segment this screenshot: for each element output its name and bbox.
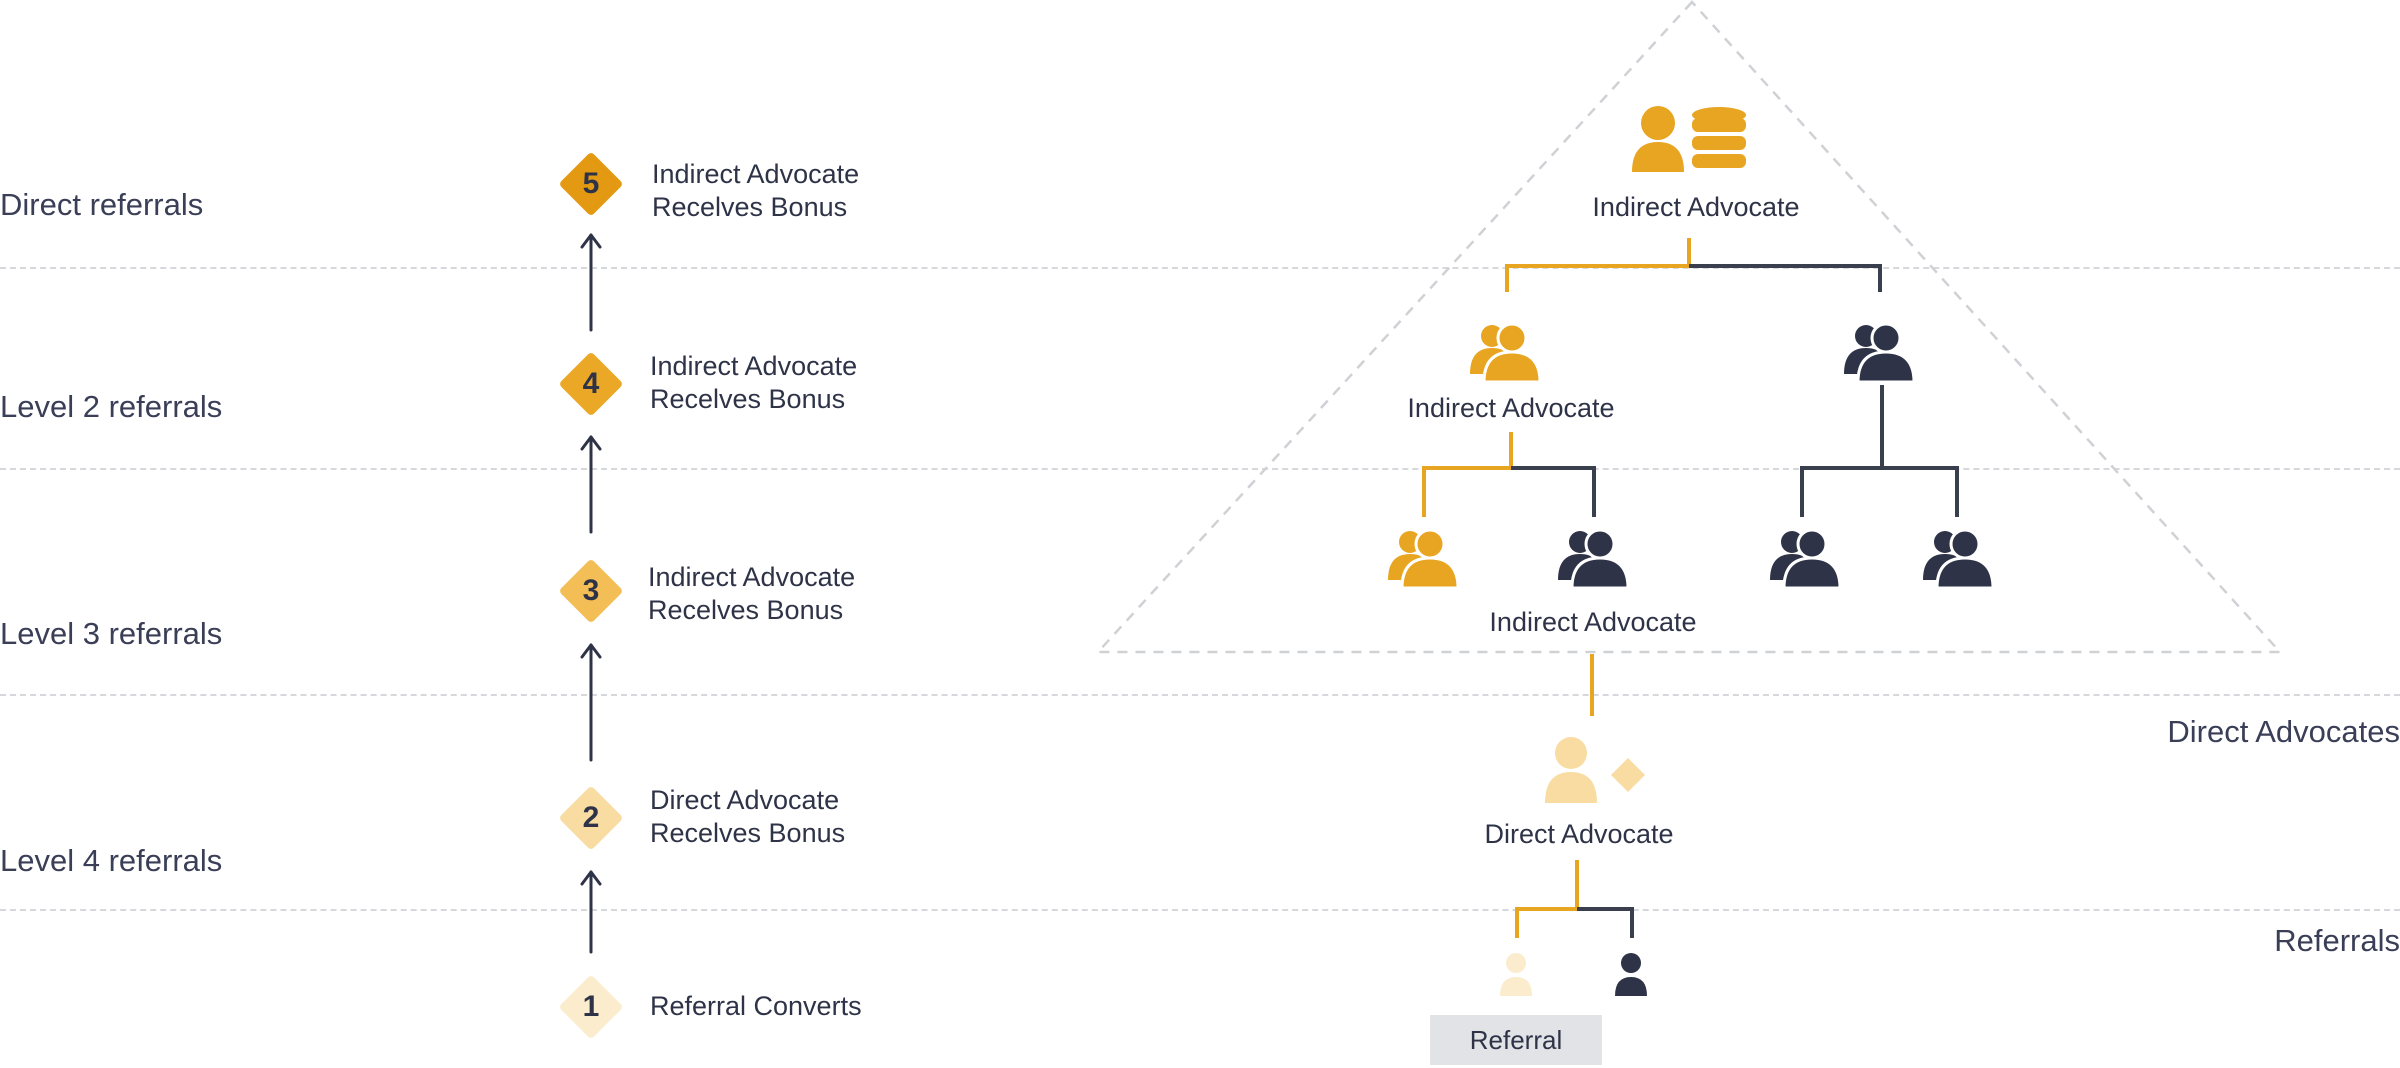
step-2-number: 2 bbox=[582, 801, 600, 834]
right-label-referrals: Referrals bbox=[2274, 923, 2400, 958]
step-3-line2: Recelves Bonus bbox=[648, 595, 844, 625]
level-label-direct: Direct referrals bbox=[0, 187, 204, 222]
divider-1 bbox=[0, 267, 2400, 269]
divider-4 bbox=[0, 909, 2400, 911]
right-label-direct-advocates: Direct Advocates bbox=[2167, 714, 2400, 749]
step-5-line2: Recelves Bonus bbox=[652, 192, 848, 222]
person-diamond-icon bbox=[1545, 737, 1645, 803]
step-5-line1: Indirect Advocate bbox=[652, 159, 860, 189]
step-2-text: Direct Advocate Recelves Bonus bbox=[650, 784, 845, 850]
users-navy-icon bbox=[1556, 528, 1630, 590]
step-1-text: Referral Converts bbox=[650, 990, 862, 1023]
step-4-number: 4 bbox=[582, 367, 600, 400]
users-navy-icon bbox=[1842, 322, 1916, 384]
step-4-line1: Indirect Advocate bbox=[650, 351, 858, 381]
person-icon bbox=[1615, 953, 1647, 996]
step-5-number: 5 bbox=[582, 167, 600, 200]
node-label-left-mid: Indirect Advocate bbox=[1407, 393, 1615, 423]
users-gold-icon bbox=[1386, 528, 1460, 590]
step-2-line1: Direct Advocate bbox=[650, 785, 840, 815]
divider-2 bbox=[0, 468, 2400, 470]
step-4-line2: Recelves Bonus bbox=[650, 384, 846, 414]
users-gold-icon bbox=[1468, 322, 1542, 384]
step-5-text: Indirect Advocate Recelves Bonus bbox=[652, 158, 859, 224]
person-coins-icon bbox=[1632, 106, 1746, 172]
step-1-number: 1 bbox=[582, 990, 600, 1023]
person-icon bbox=[1500, 953, 1532, 996]
users-navy-icon bbox=[1768, 528, 1842, 590]
node-label-top: Indirect Advocate bbox=[1592, 192, 1800, 222]
users-navy-icon bbox=[1921, 528, 1995, 590]
referral-box: Referral bbox=[1430, 1015, 1602, 1065]
level-label-4: Level 4 referrals bbox=[0, 843, 223, 878]
level-label-3: Level 3 referrals bbox=[0, 616, 223, 651]
node-label-lower-mid: Indirect Advocate bbox=[1489, 607, 1697, 637]
level-label-2: Level 2 referrals bbox=[0, 389, 223, 424]
divider-3 bbox=[0, 694, 2400, 696]
step-1-line1: Referral Converts bbox=[650, 991, 862, 1021]
step-2-line2: Recelves Bonus bbox=[650, 818, 846, 848]
step-3-text: Indirect Advocate Recelves Bonus bbox=[648, 561, 855, 627]
referral-box-label: Referral bbox=[1469, 1024, 1563, 1055]
node-label-direct: Direct Advocate bbox=[1484, 819, 1674, 849]
hierarchy-triangle bbox=[1095, 0, 2283, 654]
step-3-number: 3 bbox=[582, 574, 600, 607]
step-3-line1: Indirect Advocate bbox=[648, 562, 856, 592]
step-4-text: Indirect Advocate Recelves Bonus bbox=[650, 350, 857, 416]
